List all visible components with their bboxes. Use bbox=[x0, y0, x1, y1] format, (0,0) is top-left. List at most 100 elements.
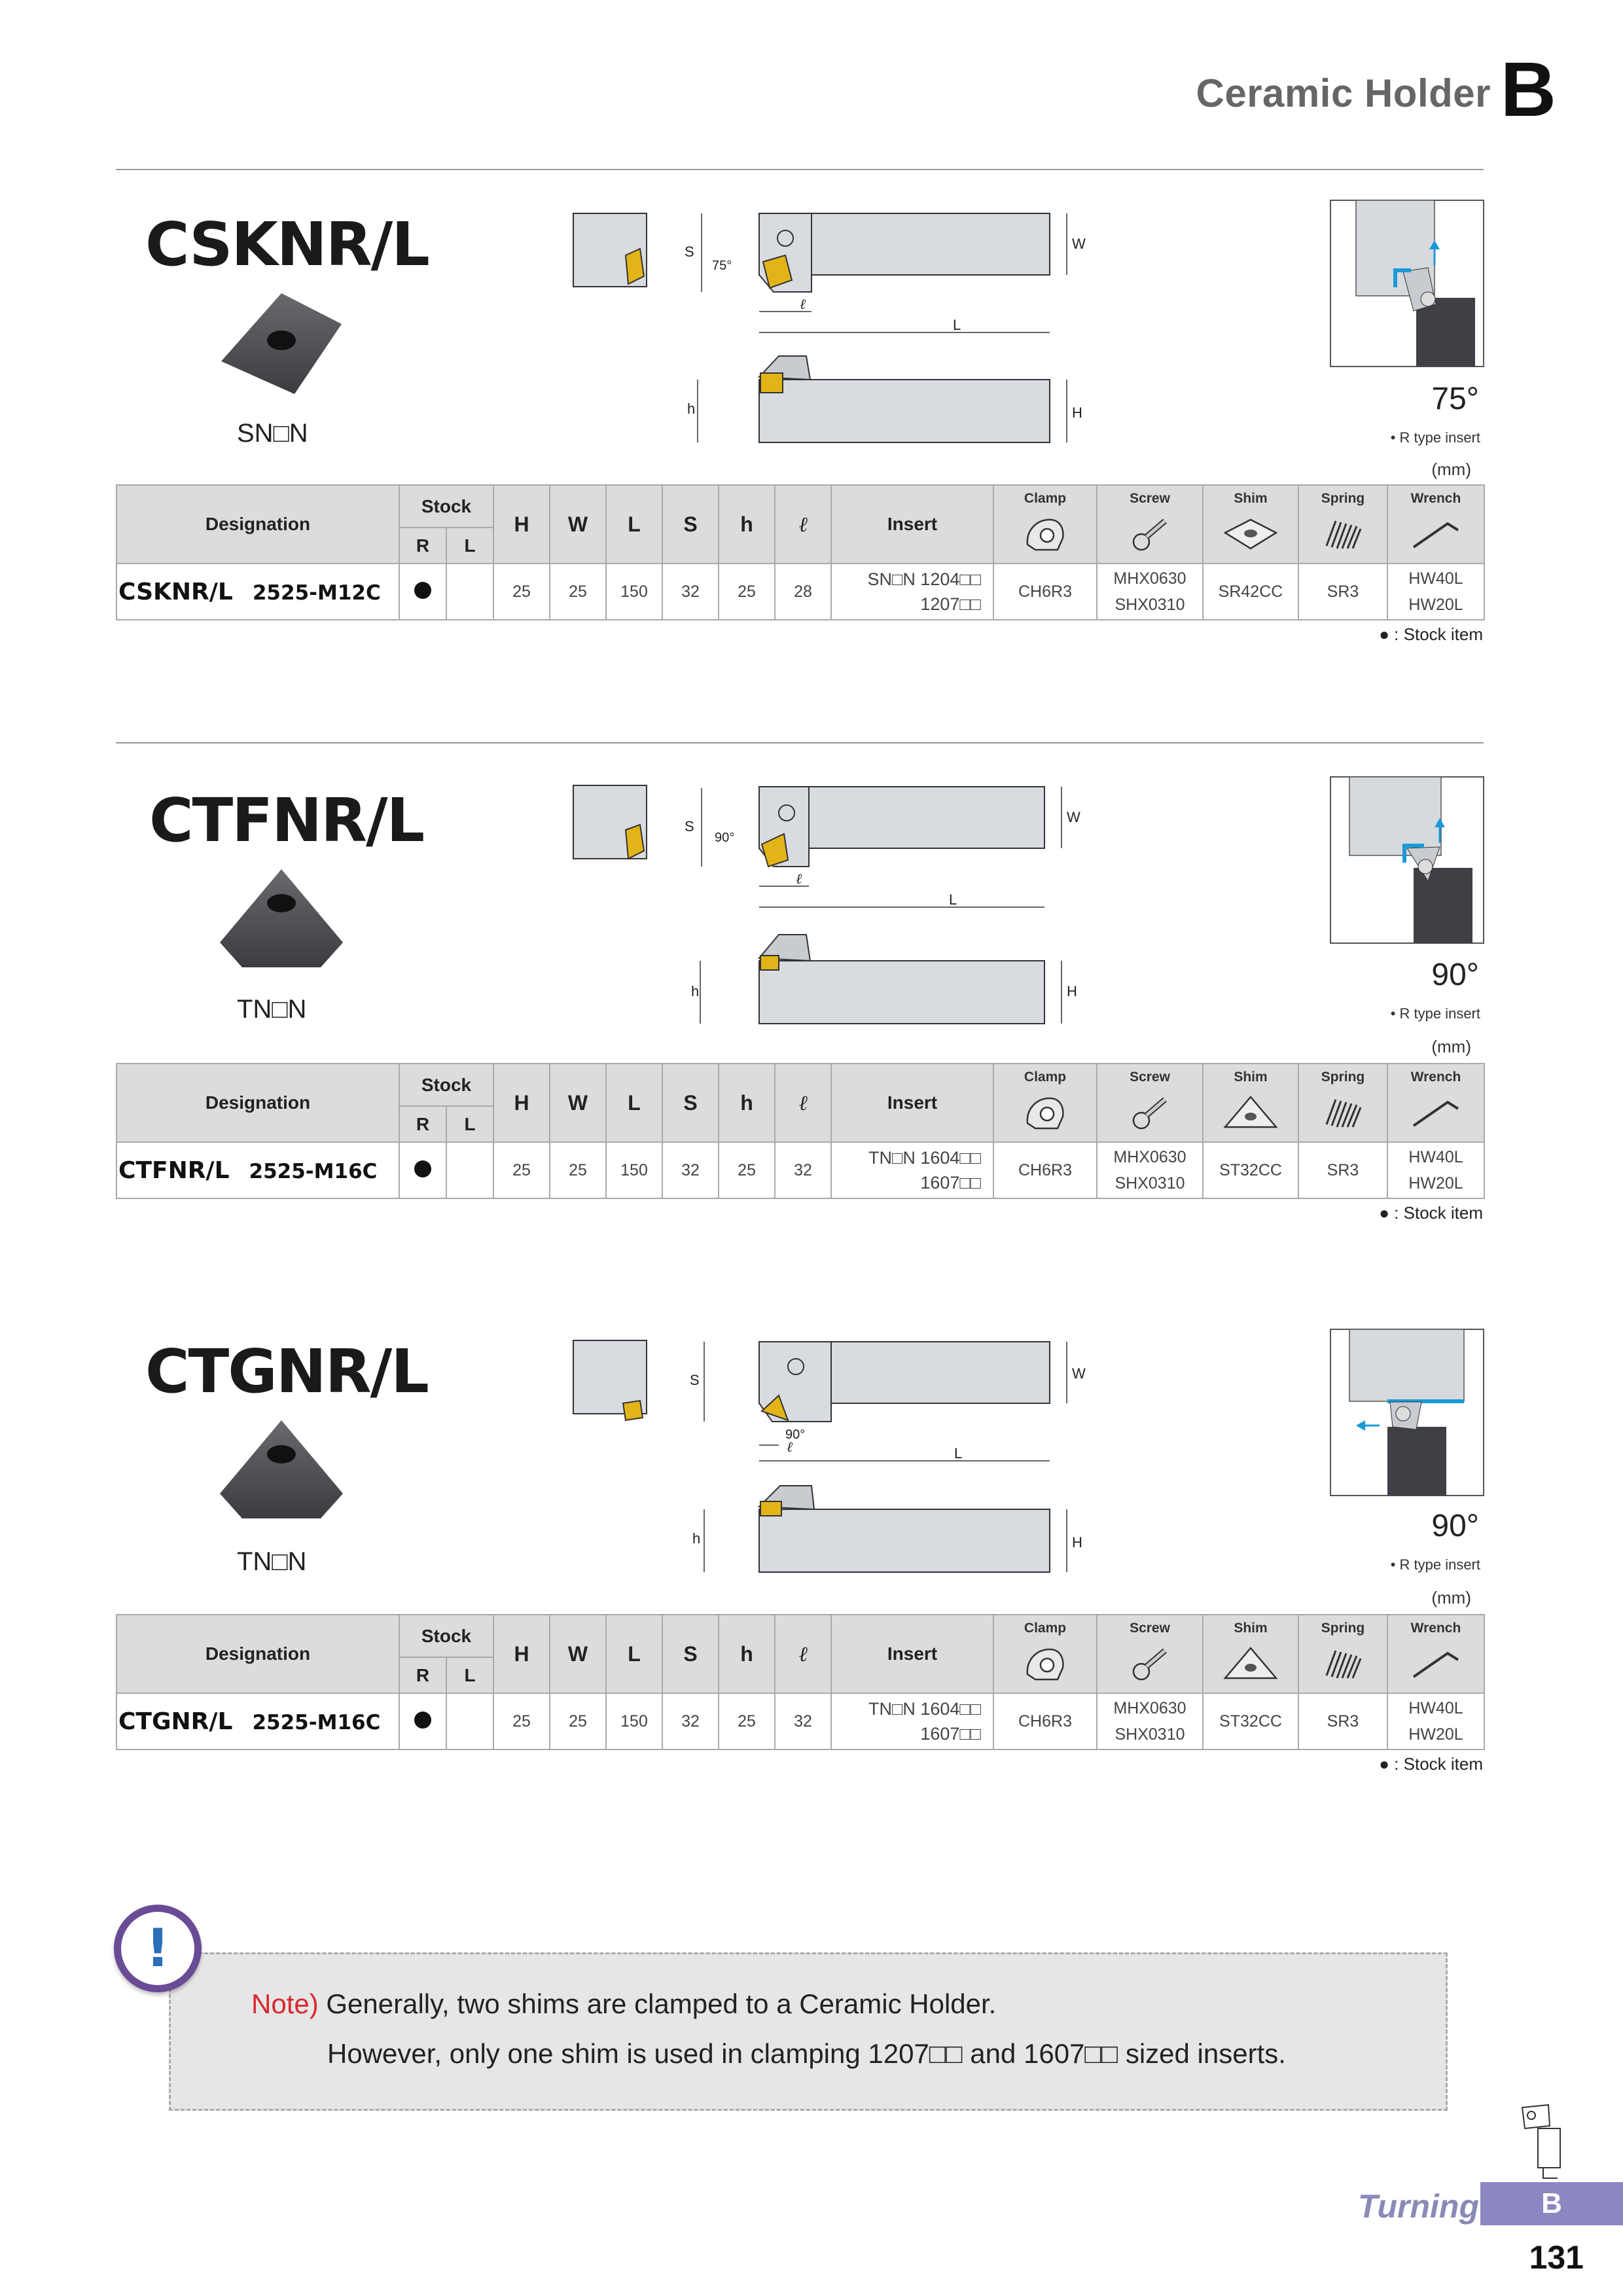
val-h: 25 bbox=[718, 1693, 776, 1750]
col-stock-R: R bbox=[399, 1105, 447, 1143]
clamp-icon bbox=[1026, 518, 1064, 551]
stock-legend: ● : Stock item bbox=[1379, 1203, 1483, 1223]
val-W: 25 bbox=[549, 1693, 607, 1750]
dim-H: H bbox=[1072, 1534, 1082, 1551]
product-title: CTGNR/L bbox=[145, 1336, 429, 1407]
val-S: 32 bbox=[662, 1141, 719, 1199]
wrench-icon bbox=[1412, 1651, 1459, 1678]
screw-icon bbox=[1132, 518, 1167, 551]
val-shim: ST32CC bbox=[1202, 1141, 1299, 1199]
col-S: S bbox=[662, 484, 719, 564]
col-insert: Insert bbox=[830, 1063, 994, 1143]
col-insert: Insert bbox=[830, 484, 994, 564]
note-text-1: Generally, two shims are clamped to a Ce… bbox=[318, 1988, 997, 2019]
approach-angle: 90° bbox=[1431, 958, 1479, 992]
note-line-1: Note) Generally, two shims are clamped t… bbox=[251, 1988, 996, 2020]
exclamation-icon: ! bbox=[121, 1912, 194, 1985]
col-clamp: Clamp bbox=[993, 484, 1097, 564]
col-H: H bbox=[493, 1063, 550, 1143]
val-clamp: CH6R3 bbox=[993, 563, 1097, 620]
val-L: 150 bbox=[605, 1141, 663, 1199]
spec-table: Designation Stock H W L S h ℓ Insert Cla… bbox=[116, 484, 1485, 620]
col-W: W bbox=[549, 1614, 607, 1694]
val-H: 25 bbox=[493, 1141, 550, 1199]
dim-h: h bbox=[687, 401, 695, 417]
insert-shape-code: TN□N bbox=[237, 1547, 307, 1576]
val-H: 25 bbox=[493, 563, 550, 620]
stock-legend: ● : Stock item bbox=[1379, 624, 1483, 644]
col-wrench: Wrench bbox=[1387, 484, 1485, 564]
dim-H: H bbox=[1067, 983, 1077, 999]
section-divider bbox=[116, 742, 1484, 744]
col-h: h bbox=[718, 1614, 776, 1694]
stock-dot bbox=[414, 1711, 431, 1729]
col-stock-L: L bbox=[446, 1105, 494, 1143]
spring-icon bbox=[1325, 1650, 1362, 1679]
insert-triangle-icon bbox=[220, 1420, 343, 1518]
product-title: CTFNR/L bbox=[149, 785, 425, 855]
col-screw: Screw bbox=[1096, 484, 1204, 564]
insert-square-icon bbox=[221, 293, 342, 394]
val-h: 25 bbox=[718, 1141, 776, 1199]
col-clamp: Clamp bbox=[993, 1614, 1097, 1694]
dim-angle: 90° bbox=[785, 1427, 805, 1442]
val-L: 150 bbox=[605, 563, 663, 620]
stock-dot bbox=[414, 581, 431, 599]
dim-S: S bbox=[685, 243, 694, 260]
dim-h: h bbox=[691, 983, 699, 999]
turning-tool-icon bbox=[1521, 2104, 1561, 2179]
stock-R-cell bbox=[399, 1693, 447, 1750]
wrench-icon bbox=[1412, 522, 1459, 548]
val-h: 25 bbox=[718, 563, 776, 620]
dim-L: L bbox=[949, 891, 957, 908]
col-h: h bbox=[718, 484, 776, 564]
shim-icon bbox=[1223, 518, 1278, 550]
val-S: 32 bbox=[662, 563, 719, 620]
dim-W: W bbox=[1072, 1365, 1086, 1382]
col-shim: Shim bbox=[1202, 1063, 1299, 1143]
section-tab[interactable]: B bbox=[1480, 2182, 1623, 2225]
dim-ell: ℓ bbox=[800, 296, 806, 312]
col-S: S bbox=[662, 1614, 719, 1694]
col-shim: Shim bbox=[1202, 484, 1299, 564]
val-shim: SR42CC bbox=[1202, 563, 1299, 620]
application-diagram bbox=[1330, 776, 1484, 944]
val-W: 25 bbox=[549, 563, 607, 620]
dim-h: h bbox=[692, 1530, 700, 1547]
dim-ell: ℓ bbox=[787, 1439, 793, 1455]
holder-drawing: S 90° W ℓ L h H bbox=[573, 785, 1080, 1024]
dim-ell: ℓ bbox=[796, 870, 802, 887]
col-spring: Spring bbox=[1298, 1614, 1388, 1694]
clamp-icon bbox=[1026, 1648, 1064, 1681]
col-stock: Stock bbox=[399, 1062, 494, 1107]
stock-dot bbox=[414, 1160, 431, 1177]
col-ell: ℓ bbox=[774, 1614, 832, 1694]
dim-S: S bbox=[690, 1372, 700, 1388]
shim-icon bbox=[1223, 1647, 1278, 1679]
col-H: H bbox=[493, 1614, 550, 1694]
insert-shape-code: TN□N bbox=[237, 995, 307, 1024]
screw-icon bbox=[1132, 1648, 1167, 1681]
col-ell: ℓ bbox=[774, 484, 832, 564]
val-insert: TN□N 1604□□1607□□ bbox=[830, 1693, 994, 1750]
col-spring: Spring bbox=[1298, 1063, 1388, 1143]
col-L: L bbox=[605, 1063, 663, 1143]
col-designation: Designation bbox=[116, 484, 400, 564]
dim-angle: 75° bbox=[712, 259, 732, 273]
approach-angle: 90° bbox=[1431, 1509, 1479, 1543]
section-divider bbox=[116, 169, 1484, 170]
col-wrench: Wrench bbox=[1387, 1614, 1485, 1694]
shim-icon bbox=[1223, 1096, 1278, 1128]
col-screw: Screw bbox=[1096, 1063, 1204, 1143]
val-H: 25 bbox=[493, 1693, 550, 1750]
holder-drawing: S 75° W ℓ L h H bbox=[573, 213, 1086, 443]
col-spring: Spring bbox=[1298, 484, 1388, 564]
val-W: 25 bbox=[549, 1141, 607, 1199]
section-letter: B bbox=[1500, 46, 1556, 133]
